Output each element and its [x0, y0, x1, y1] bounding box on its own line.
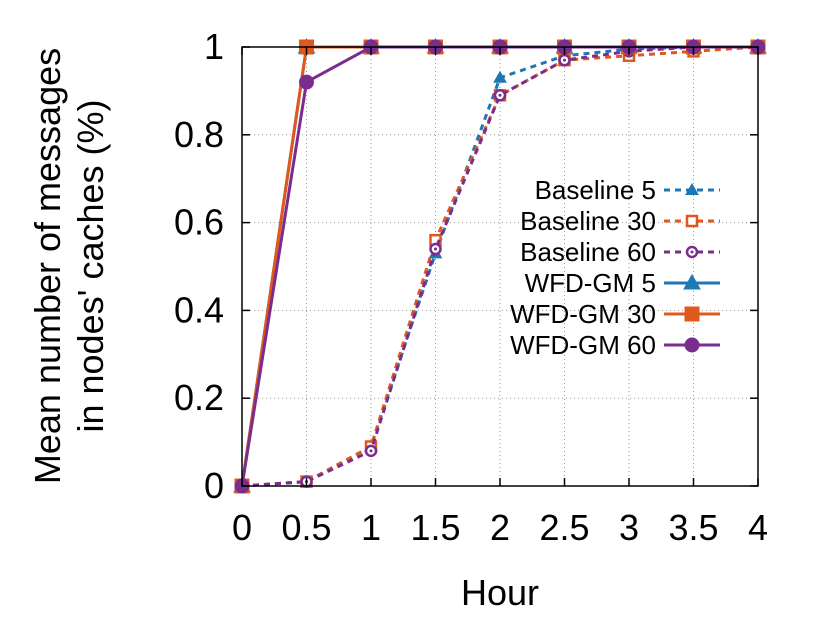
- y-axis-title-line-1: Mean number of messages: [27, 48, 68, 484]
- y-tick-label: 0.8: [174, 114, 224, 155]
- data-point-dot: [434, 247, 437, 251]
- x-tick-label: 3.5: [668, 507, 718, 548]
- legend-marker: [684, 337, 700, 353]
- legend-marker: [685, 182, 699, 195]
- legend-label: WFD-GM 60: [510, 330, 656, 360]
- y-tick-label: 1: [204, 26, 224, 67]
- legend-item: Baseline 30: [520, 206, 720, 236]
- y-tick-label: 0: [204, 465, 224, 506]
- legend-label: Baseline 5: [535, 175, 656, 205]
- y-tick-label: 0.6: [174, 202, 224, 243]
- x-tick-label: 0: [232, 507, 252, 548]
- legend-label: Baseline 30: [520, 206, 656, 236]
- legend-marker: [684, 306, 700, 322]
- series-line: [241, 45, 758, 488]
- data-point-dot: [563, 58, 566, 62]
- series-line: [240, 45, 758, 487]
- series-line: [241, 45, 759, 488]
- x-axis-title: Hour: [461, 572, 539, 613]
- x-tick-label: 1: [361, 507, 381, 548]
- legend-item: WFD-GM 30: [510, 299, 720, 329]
- legend-item: WFD-GM 5: [525, 268, 720, 298]
- legend-label: Baseline 60: [520, 237, 656, 267]
- legend-marker: [685, 214, 699, 228]
- data-point-dot: [369, 449, 373, 453]
- x-tick-label: 1.5: [410, 507, 460, 548]
- legend-marker: [683, 273, 701, 290]
- legend-label: WFD-GM 5: [525, 268, 656, 298]
- data-point: [299, 74, 314, 90]
- y-tick-label: 0.4: [174, 289, 224, 330]
- data-point-dot: [498, 93, 502, 97]
- axes: 0 0.2 0.4 0.6 0.8 1 0 0.5 1 1.5 2 2.5 3 3.5 4: [174, 26, 768, 548]
- y-axis-title: Mean number of messages in nodes' caches…: [27, 48, 111, 484]
- plot-frame: [241, 46, 759, 487]
- y-axis-title-line-2: in nodes' caches (%): [70, 99, 111, 432]
- data-point: [493, 70, 507, 83]
- x-tick-label: 3: [619, 507, 639, 548]
- legend-label: WFD-GM 30: [510, 299, 656, 329]
- x-tick-label: 2: [490, 507, 510, 548]
- x-tick-label: 2.5: [539, 507, 589, 548]
- y-tick-label: 0.2: [174, 377, 224, 418]
- series-3: [233, 37, 767, 493]
- series-line: [240, 45, 758, 487]
- grid: [242, 46, 759, 486]
- legend-marker-dot: [690, 250, 694, 254]
- series-line: [241, 45, 758, 488]
- x-tick-label: 0.5: [281, 507, 331, 548]
- legend-item: Baseline 5: [535, 175, 720, 205]
- x-tick-label: 4: [748, 507, 768, 548]
- series-line: [240, 45, 758, 487]
- legend-item: WFD-GM 60: [510, 330, 720, 360]
- legend-item: Baseline 60: [520, 237, 720, 267]
